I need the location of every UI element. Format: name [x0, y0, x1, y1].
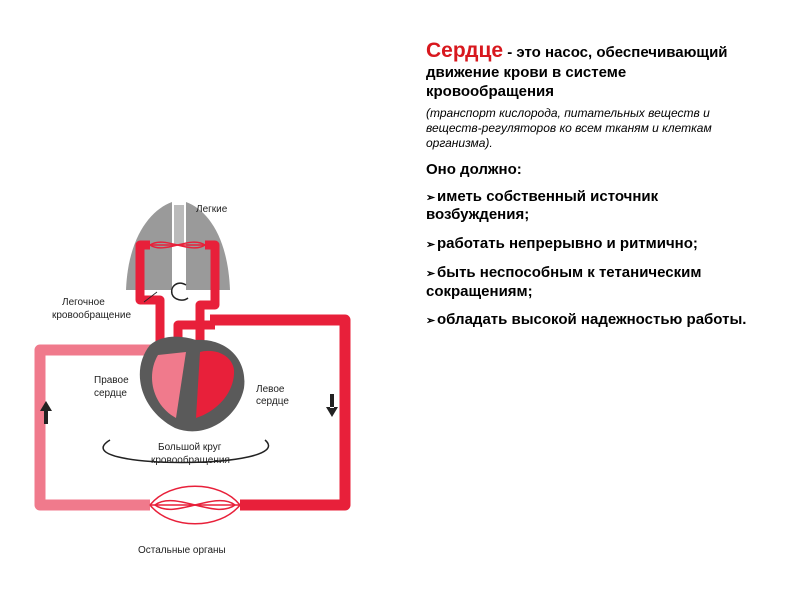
pointer-lines [143, 291, 158, 303]
arrow-bullet-icon: ➢ [426, 191, 436, 204]
requirement-item: ➢быть неспособным к тетаническим сокраще… [426, 264, 756, 302]
pulmonary-capillaries [149, 241, 206, 249]
heart-shape [139, 336, 245, 432]
requirement-text: работать непрерывно и ритмично; [437, 235, 698, 252]
arrow-bullet-icon: ➢ [426, 267, 436, 280]
heading: Сердце - это насос, обеспечивающий движе… [426, 38, 756, 102]
requirement-item: ➢работать непрерывно и ритмично; [426, 235, 756, 254]
organ-capillaries [149, 485, 241, 525]
arrow-bullet-icon: ➢ [426, 239, 436, 251]
label-right-heart-2: сердце [94, 388, 127, 399]
label-systemic-2: кровообращения [151, 454, 230, 466]
systemic-vessels [34, 314, 351, 511]
title-rest: - это насос, обеспечивающий движение кро… [426, 44, 728, 100]
label-pulmonary-1: Легочное [62, 297, 105, 308]
pulmonary-cycle-arrow-icon [170, 282, 189, 301]
flow-arrows [40, 394, 338, 424]
label-right-heart-1: Правое [94, 375, 129, 386]
requirement-item: ➢обладать высокой надежностью работы. [426, 311, 756, 330]
requirement-text: быть неспособным к тетаническим сокращен… [426, 263, 702, 300]
label-lungs: Легкие [196, 204, 228, 215]
requirement-text: иметь собственный источник возбуждения; [426, 187, 659, 224]
requirements-list: ➢иметь собственный источник возбуждения;… [426, 188, 756, 331]
arrow-bullet-icon: ➢ [426, 315, 436, 328]
label-systemic-1: Большой круг [158, 442, 222, 453]
arrow-up-icon [40, 401, 52, 424]
label-left-heart-1: Левое [256, 384, 285, 395]
label-organs: Остальные органы [138, 545, 226, 556]
requirement-item: ➢иметь собственный источник возбуждения; [426, 188, 756, 226]
label-left-heart-2: сердце [256, 396, 289, 407]
arrow-down-icon [326, 394, 338, 417]
description: (транспорт кислорода, питательных вещест… [426, 105, 712, 150]
text-block: Сердце - это насос, обеспечивающий движе… [426, 38, 756, 340]
title-word: Сердце [426, 39, 504, 62]
requirement-text: обладать высокой надежностью работы. [437, 311, 747, 329]
systemic-cycle-ellipse [102, 439, 270, 464]
label-pulmonary-2: кровообращение [52, 309, 131, 321]
must-heading: Оно должно: [426, 160, 522, 178]
circulation-diagram: Легкие Легочное кровообращение Правое се… [34, 202, 351, 556]
